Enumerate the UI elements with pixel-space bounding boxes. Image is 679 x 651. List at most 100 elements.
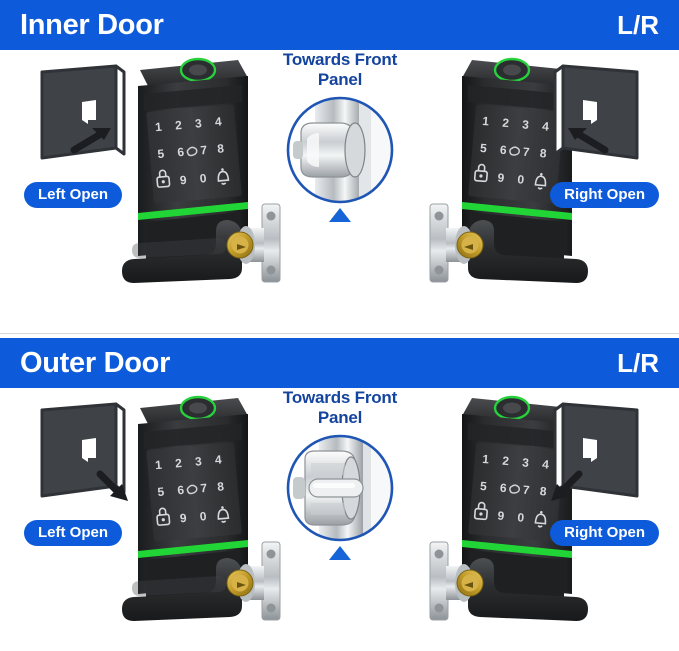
outer-door-title: Outer Door — [20, 346, 171, 379]
latch-assembly — [429, 541, 484, 621]
inner-door-lr-label: L/R — [617, 9, 659, 40]
lever-handle — [122, 558, 242, 621]
door-open-right-icon — [553, 64, 639, 160]
outer-callout-line2: Panel — [317, 407, 363, 427]
touch-hand-icon — [186, 146, 198, 157]
inner-door-section: Left Open — [0, 50, 679, 325]
svg-text:1: 1 — [155, 458, 163, 473]
svg-text:6: 6 — [499, 143, 507, 158]
inner-door-header-bar: Inner Door L/R — [0, 0, 679, 50]
latch-assembly — [226, 203, 281, 283]
svg-text:2: 2 — [502, 454, 510, 469]
svg-text:3: 3 — [194, 454, 202, 469]
svg-text:2: 2 — [502, 116, 510, 131]
svg-text:5: 5 — [479, 479, 487, 494]
lever-handle — [122, 220, 242, 283]
svg-text:4: 4 — [214, 452, 222, 467]
led-strip — [138, 540, 248, 558]
bell-icon — [217, 168, 230, 185]
svg-text:1: 1 — [482, 114, 490, 129]
outer-right-door-diagram: Right Open — [527, 396, 667, 546]
svg-text:0: 0 — [199, 509, 207, 524]
svg-text:8: 8 — [217, 479, 225, 494]
bell-icon — [534, 172, 547, 190]
svg-text:8: 8 — [539, 484, 547, 499]
outer-right-open-badge: Right Open — [550, 520, 659, 546]
inner-callout-line1: Towards Front — [282, 50, 398, 69]
svg-text:6: 6 — [177, 483, 185, 498]
svg-text:4: 4 — [542, 119, 550, 134]
svg-text:9: 9 — [497, 171, 505, 186]
svg-text:5: 5 — [479, 141, 487, 156]
led-strip — [138, 202, 248, 220]
led-strip — [462, 202, 572, 220]
direction-arrow-down-right — [96, 470, 128, 501]
svg-text:4: 4 — [542, 457, 550, 472]
outer-callout-line1: Towards Front — [282, 388, 398, 407]
svg-text:7: 7 — [200, 481, 208, 496]
touch-hand-icon — [509, 146, 521, 156]
svg-text:6: 6 — [177, 145, 185, 160]
outer-door-callout: Towards Front Panel — [240, 388, 440, 561]
svg-text:0: 0 — [517, 510, 525, 525]
svg-text:4: 4 — [214, 114, 222, 129]
inner-door-title: Inner Door — [20, 8, 164, 41]
svg-text:7: 7 — [522, 145, 530, 160]
svg-text:8: 8 — [539, 146, 547, 161]
inner-right-open-badge: Right Open — [550, 182, 659, 208]
direction-arrow-up-right — [70, 128, 111, 154]
svg-text:3: 3 — [522, 117, 530, 132]
latch-assembly — [226, 541, 281, 621]
svg-text:7: 7 — [200, 143, 208, 158]
svg-text:8: 8 — [217, 141, 225, 156]
svg-text:1: 1 — [155, 120, 163, 135]
svg-text:6: 6 — [499, 481, 507, 496]
direction-arrow-up-left — [568, 128, 609, 154]
svg-text:3: 3 — [522, 455, 530, 470]
svg-text:2: 2 — [174, 118, 182, 133]
outer-left-open-badge: Left Open — [24, 520, 122, 546]
outer-door-lr-label: L/R — [617, 347, 659, 378]
lever-handle — [468, 558, 588, 621]
svg-text:9: 9 — [179, 173, 187, 188]
lock-icon — [156, 507, 171, 526]
lever-handle — [468, 220, 588, 283]
inner-callout-pointer — [329, 208, 351, 223]
outer-latch-closeup — [285, 433, 395, 543]
inner-callout-line2: Panel — [317, 69, 363, 89]
lock-icon — [473, 163, 488, 183]
led-strip — [462, 540, 572, 558]
door-open-left-icon — [40, 64, 126, 160]
direction-arrow-down-left — [551, 470, 583, 501]
svg-text:9: 9 — [497, 509, 505, 524]
inner-door-callout: Towards Front Panel — [240, 50, 440, 223]
lock-icon — [156, 169, 171, 188]
inner-right-door-diagram: Right Open — [527, 58, 667, 208]
inner-latch-closeup — [285, 95, 395, 205]
outer-left-door-diagram: Left Open — [12, 396, 152, 546]
svg-text:2: 2 — [174, 456, 182, 471]
svg-text:9: 9 — [179, 511, 187, 526]
svg-text:5: 5 — [157, 485, 165, 500]
bell-icon — [217, 506, 230, 523]
inner-left-door-diagram: Left Open — [12, 58, 152, 208]
inner-left-open-badge: Left Open — [24, 182, 122, 208]
svg-text:0: 0 — [517, 172, 525, 187]
svg-text:0: 0 — [199, 171, 207, 186]
outer-callout-pointer — [329, 546, 351, 561]
outer-door-header-bar: Outer Door L/R — [0, 338, 679, 388]
touch-hand-icon — [509, 484, 521, 494]
svg-text:7: 7 — [522, 483, 530, 498]
touch-hand-icon — [186, 484, 198, 495]
svg-text:3: 3 — [194, 116, 202, 131]
door-open-left-icon — [40, 402, 128, 501]
outer-door-section: Left Open — [0, 388, 679, 651]
latch-assembly — [429, 203, 484, 283]
lock-icon — [473, 501, 488, 521]
bell-icon — [534, 510, 547, 528]
